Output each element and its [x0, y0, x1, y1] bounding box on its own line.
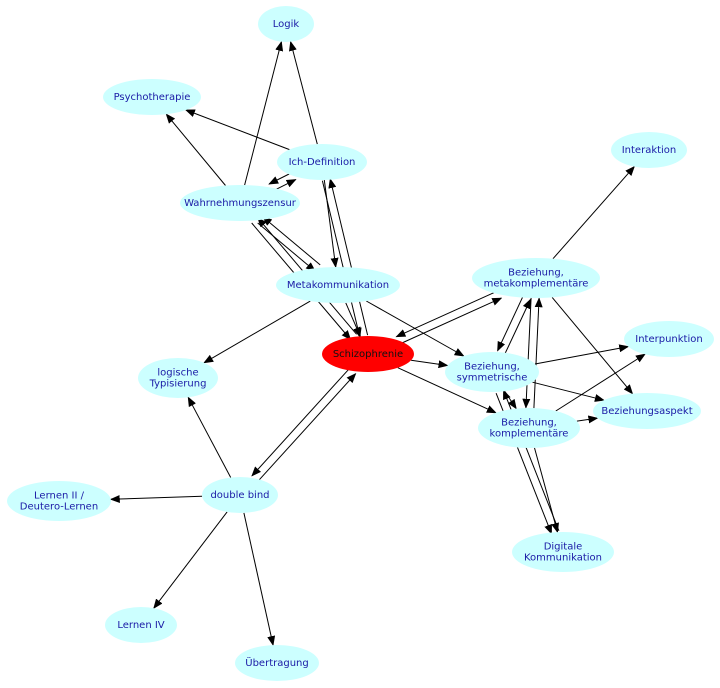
node-shape	[624, 321, 714, 357]
node-label: Beziehungsaspekt	[601, 406, 692, 417]
node-label: logische	[157, 368, 198, 379]
edge-double-bind-to-uebertragung	[243, 512, 276, 647]
edge-beziehung-komplementaere-to-beziehungsaspekt	[576, 415, 599, 424]
edge-schizophrenie-to-ich-definition	[328, 178, 369, 336]
edge-wahrnehmungszensur-to-psychotherapie	[165, 113, 226, 186]
node-label: komplementäre	[490, 429, 569, 440]
edge-beziehung-symmetrische-to-beziehung-metakomplementaere	[504, 298, 531, 355]
edge-schizophrenie-to-beziehung-komplementaere	[397, 367, 497, 414]
node-interpunktion[interactable]: Interpunktion	[624, 321, 714, 357]
edge-beziehung-metakomplementaere-to-beziehung-komplementaere	[522, 297, 532, 409]
node-label: Metakommunikation	[287, 280, 389, 291]
edge-wahrnehmungszensur-to-metakommunikation	[257, 222, 316, 272]
edge-beziehung-metakomplementaere-to-beziehungsaspekt	[551, 297, 634, 395]
edge-ich-definition-to-wahrnehmungszensur	[268, 172, 293, 185]
edge-beziehung-metakomplementaere-to-schizophrenie	[395, 290, 499, 338]
node-shape	[180, 185, 300, 221]
node-metakommunikation[interactable]: Metakommunikation	[276, 267, 400, 303]
edge-ich-definition-to-logik	[289, 40, 318, 145]
node-shape	[472, 258, 600, 298]
edge-metakommunikation-to-schizophrenie	[345, 302, 361, 338]
node-label: Interaktion	[622, 145, 677, 156]
edge-double-bind-to-lernen-ii	[109, 495, 203, 504]
node-label: Lernen II /	[34, 491, 85, 502]
node-ich-definition[interactable]: Ich-Definition	[277, 144, 367, 180]
node-interaktion[interactable]: Interaktion	[611, 132, 687, 168]
node-shape	[138, 358, 218, 398]
node-wahrnehmungszensur[interactable]: Wahrnehmungszensur	[180, 185, 300, 221]
edge-schizophrenie-to-beziehung-metakomplementaere	[399, 297, 503, 345]
node-shape	[103, 79, 201, 115]
node-shape	[611, 132, 687, 168]
edge-beziehung-metakomplementaere-to-interaktion	[552, 165, 635, 260]
edge-beziehung-metakomplementaere-to-beziehung-symmetrische	[497, 295, 524, 352]
node-psychotherapie[interactable]: Psychotherapie	[103, 79, 201, 115]
node-shape	[593, 393, 701, 429]
node-label: Interpunktion	[635, 334, 702, 345]
node-shape	[478, 408, 580, 448]
node-beziehung-komplementaere[interactable]: Beziehung,komplementäre	[478, 408, 580, 448]
node-label: symmetrische	[457, 373, 528, 384]
node-label: Beziehung,	[501, 418, 557, 429]
node-beziehungsaspekt[interactable]: Beziehungsaspekt	[593, 393, 701, 429]
node-label: Schizophrenie	[333, 349, 403, 360]
node-lernen-ii[interactable]: Lernen II /Deutero-Lernen	[7, 481, 111, 521]
node-label: Logik	[273, 19, 300, 30]
edge-ich-definition-to-schizophrenie	[321, 180, 362, 338]
edge-beziehung-symmetrische-to-beziehung-komplementaere	[504, 391, 517, 410]
edge-ich-definition-to-psychotherapie	[184, 109, 290, 151]
node-shape	[202, 477, 278, 513]
edge-schizophrenie-to-beziehung-symmetrische	[411, 359, 449, 369]
edge-beziehung-symmetrische-to-beziehungsaspekt	[532, 381, 605, 402]
node-shape	[322, 336, 414, 372]
node-label: double bind	[210, 490, 269, 501]
edge-ich-definition-to-metakommunikation	[323, 179, 339, 268]
node-label: Lernen IV	[117, 620, 164, 631]
node-shape	[105, 607, 177, 643]
edge-beziehung-komplementaere-to-beziehung-metakomplementaere	[533, 297, 543, 409]
node-uebertragung[interactable]: Übertragung	[235, 645, 319, 681]
node-label: Übertragung	[245, 656, 308, 669]
edge-metakommunikation-to-logische-typisierung	[203, 300, 311, 364]
node-label: Deutero-Lernen	[20, 502, 98, 513]
node-label: Ich-Definition	[289, 157, 356, 168]
edge-double-bind-to-logische-typisierung	[187, 396, 232, 478]
node-schizophrenie[interactable]: Schizophrenie	[322, 336, 414, 372]
node-shape	[445, 352, 539, 392]
node-logik[interactable]: Logik	[258, 6, 314, 42]
node-beziehung-metakomplementaere[interactable]: Beziehung,metakomplementäre	[472, 258, 600, 298]
node-label: metakomplementäre	[484, 279, 589, 290]
node-label: Kommunikation	[524, 553, 602, 564]
node-label: Digitale	[544, 542, 583, 553]
edge-wahrnehmungszensur-to-logik	[244, 40, 284, 186]
node-label: Beziehung,	[464, 362, 520, 373]
edge-schizophrenie-to-double-bind	[251, 367, 350, 477]
node-label: Beziehung,	[508, 268, 564, 279]
node-double-bind[interactable]: double bind	[202, 477, 278, 513]
node-shape	[258, 6, 314, 42]
node-shape	[276, 267, 400, 303]
edge-metakommunikation-to-wahrnehmungszensur	[262, 216, 321, 266]
edge-double-bind-to-lernen-iv	[153, 511, 228, 609]
edge-double-bind-to-schizophrenie	[257, 372, 357, 482]
node-shape	[277, 144, 367, 180]
node-shape	[7, 481, 111, 521]
node-shape	[512, 532, 614, 572]
nodes-layer: LogikPsychotherapieIch-DefinitionWahrneh…	[7, 6, 714, 681]
node-beziehung-symmetrische[interactable]: Beziehung,symmetrische	[445, 352, 539, 392]
edge-beziehung-symmetrische-to-interpunktion	[534, 344, 630, 365]
node-label: Psychotherapie	[114, 92, 191, 103]
node-label: Typisierung	[149, 379, 207, 390]
edge-beziehung-komplementaere-to-interpunktion	[555, 353, 646, 412]
node-lernen-iv[interactable]: Lernen IV	[105, 607, 177, 643]
node-label: Wahrnehmungszensur	[184, 198, 297, 209]
node-shape	[235, 645, 319, 681]
